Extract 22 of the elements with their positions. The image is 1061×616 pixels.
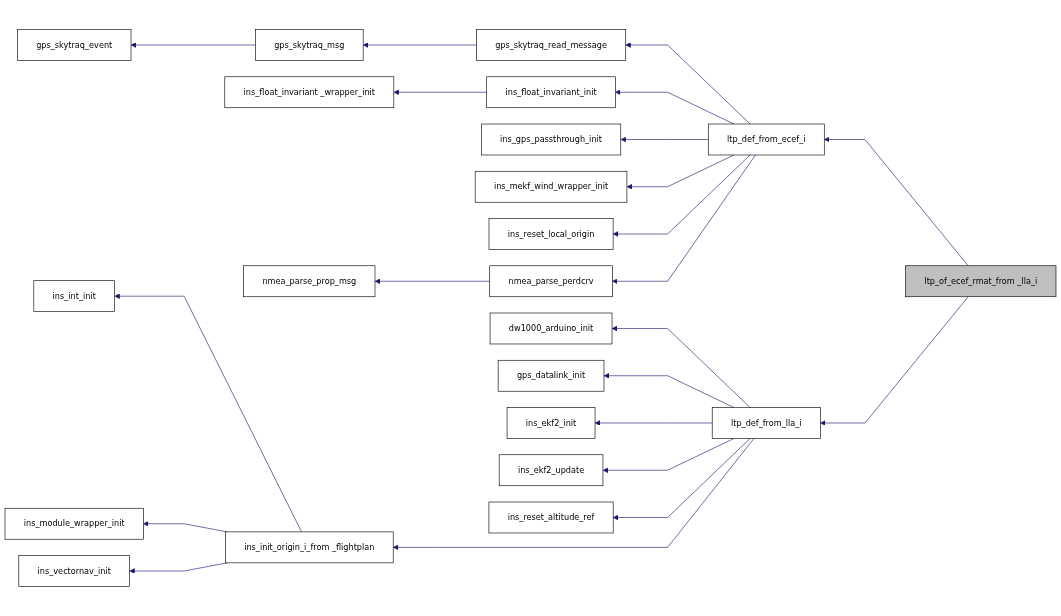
node-box: ins_vectornav_init bbox=[18, 555, 130, 587]
node-box: ins_int_init bbox=[33, 280, 115, 312]
node-box: ins_float_invariant _wrapper_init bbox=[224, 76, 395, 109]
node-box: ins_gps_passthrough_init bbox=[481, 123, 622, 156]
node-box: dw1000_arduino_init bbox=[489, 312, 613, 345]
node-box: gps_datalink_init bbox=[497, 359, 605, 392]
node-box: ins_reset_altitude_ref bbox=[488, 501, 614, 534]
node-box: gps_skytraq_event bbox=[17, 29, 132, 61]
node-box: ins_init_origin_i_from _flightplan bbox=[225, 531, 394, 564]
node-box: ltp_of_ecef_rmat_from _lla_i bbox=[905, 265, 1057, 298]
node-box: gps_skytraq_msg bbox=[255, 29, 364, 61]
node-box: ins_ekf2_update bbox=[498, 454, 604, 487]
node-box: nmea_parse_perdcrv bbox=[489, 265, 613, 298]
node-box: ins_float_invariant_init bbox=[486, 76, 616, 109]
node-box: ins_module_wrapper_init bbox=[4, 507, 144, 540]
node-box: ins_ekf2_init bbox=[506, 407, 596, 439]
node-box: nmea_parse_prop_msg bbox=[243, 265, 376, 298]
node-box: ins_mekf_wind_wrapper_init bbox=[474, 170, 628, 203]
node-box: ltp_def_from_lla_i bbox=[711, 407, 821, 439]
node-box: gps_skytraq_read_message bbox=[476, 29, 627, 61]
node-box: ltp_def_from_ecef_i bbox=[707, 123, 825, 156]
node-box: ins_reset_local_origin bbox=[488, 218, 614, 250]
